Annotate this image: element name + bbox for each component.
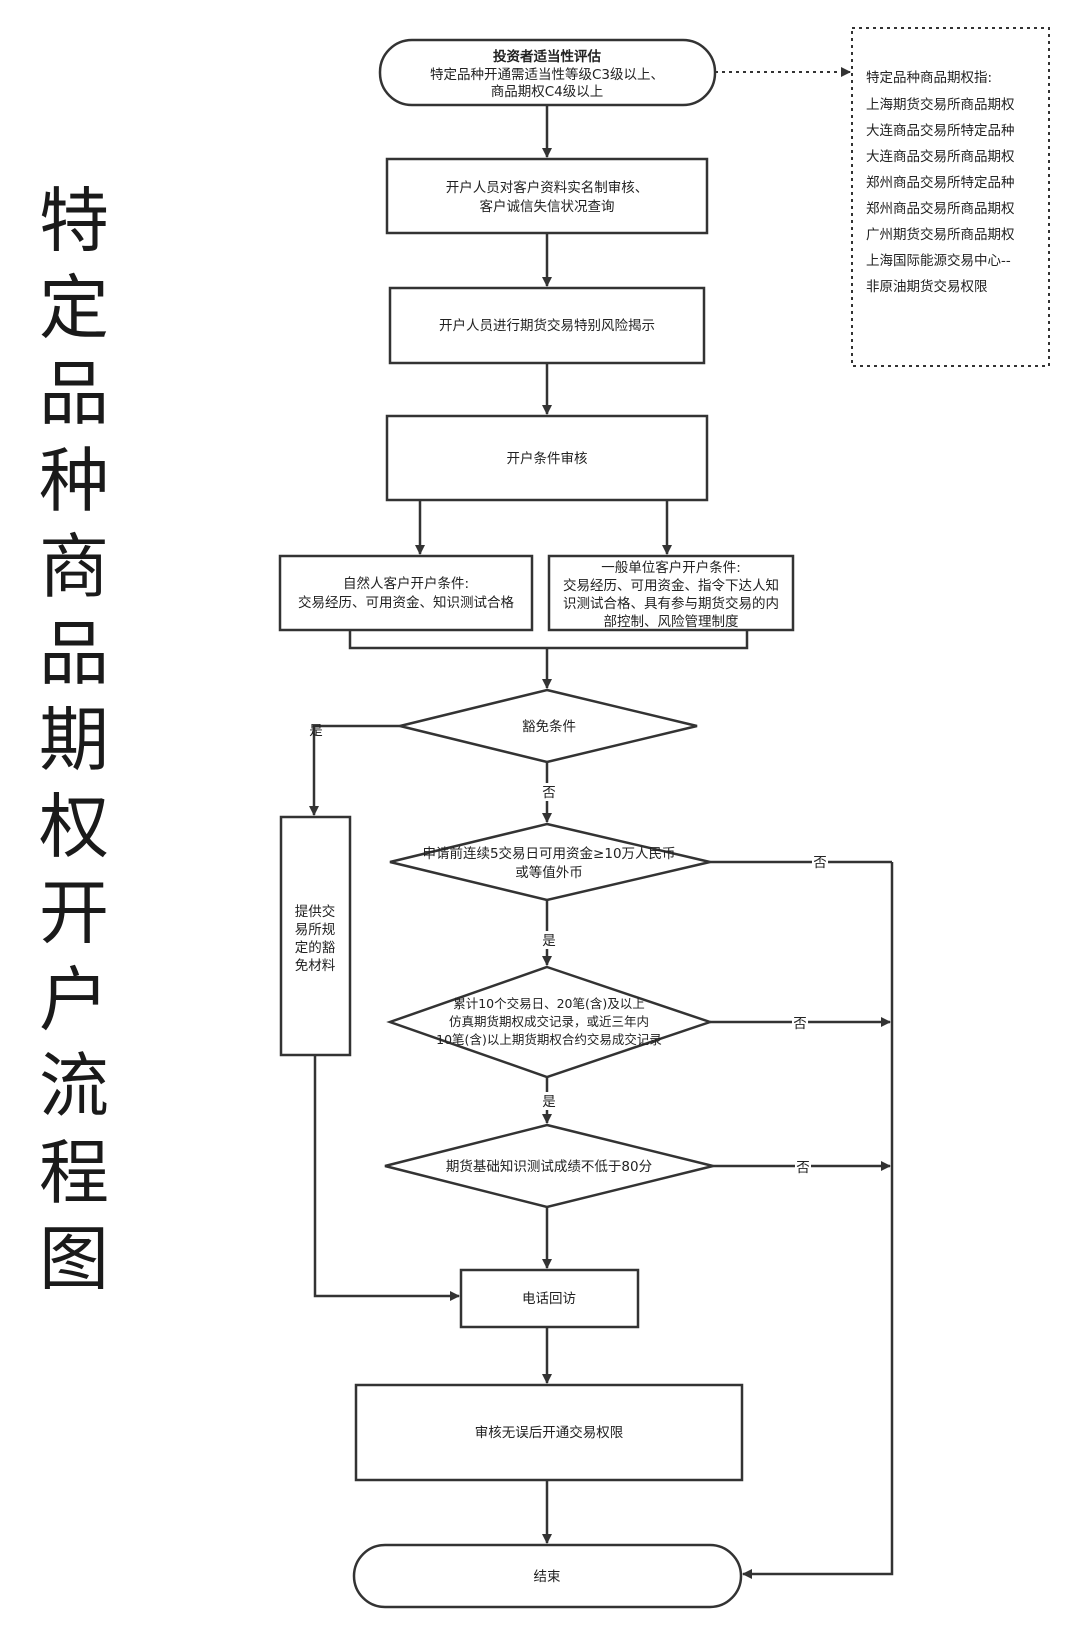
svg-text:自然人客户开户条件:: 自然人客户开户条件: [343, 575, 469, 592]
title-char: 流 [39, 1045, 109, 1127]
svg-text:仿真期货期权成交记录，或近三年内: 仿真期货期权成交记录，或近三年内 [449, 1014, 649, 1029]
title-char: 品 [39, 612, 109, 695]
natural-person-conditions: 自然人客户开户条件: 交易经历、可用资金、知识测试合格 [278, 554, 534, 632]
label-no: 否 [793, 1016, 807, 1032]
svg-text:郑州商品交易所特定品种: 郑州商品交易所特定品种 [866, 174, 1015, 191]
svg-text:电话回访: 电话回访 [522, 1291, 576, 1307]
svg-text:特定品种开通需适当性等级C3级以上、: 特定品种开通需适当性等级C3级以上、 [430, 66, 664, 83]
svg-text:提供交: 提供交 [295, 903, 336, 920]
svg-text:累计10个交易日、20笔(含)及以上: 累计10个交易日、20笔(含)及以上 [453, 996, 645, 1011]
svg-text:上海期货交易所商品期权: 上海期货交易所商品期权 [866, 96, 1015, 113]
label-no: 否 [796, 1160, 810, 1176]
title-char: 权 [39, 785, 109, 868]
end-node: 结束 [352, 1543, 743, 1609]
svg-text:易所规: 易所规 [295, 922, 336, 938]
svg-text:非原油期货交易权限: 非原油期货交易权限 [866, 278, 988, 295]
svg-text:10笔(含)以上期货期权合约交易成交记录: 10笔(含)以上期货期权合约交易成交记录 [436, 1032, 662, 1047]
exemption-material-box: 提供交 易所规 定的豁 免材料 [279, 815, 352, 1057]
step-condition-review: 开户条件审核 [385, 414, 709, 502]
title-char: 种 [39, 439, 109, 522]
svg-text:上海国际能源交易中心--: 上海国际能源交易中心-- [866, 252, 1011, 269]
label-yes: 是 [542, 933, 556, 949]
svg-text:投资者适当性评估: 投资者适当性评估 [493, 48, 601, 65]
svg-text:一般单位客户开户条件:: 一般单位客户开户条件: [601, 559, 741, 576]
title-char: 开 [39, 872, 109, 954]
title-char: 程 [39, 1131, 109, 1214]
svg-text:开户条件审核: 开户条件审核 [507, 450, 588, 467]
svg-text:客户诚信失信状况查询: 客户诚信失信状况查询 [480, 198, 615, 215]
svg-text:期货基础知识测试成绩不低于80分: 期货基础知识测试成绩不低于80分 [446, 1158, 652, 1175]
open-permission-step: 审核无误后开通交易权限 [354, 1383, 744, 1482]
note-box: 特定品种商品期权指: 上海期货交易所商品期权 大连商品交易所特定品种 大连商品交… [851, 27, 1050, 367]
phone-interview-step: 电话回访 [459, 1268, 640, 1329]
svg-text:定的豁: 定的豁 [295, 939, 336, 956]
title-char: 特 [39, 180, 109, 262]
svg-text:广州期货交易所商品期权: 广州期货交易所商品期权 [866, 226, 1015, 243]
label-no: 否 [813, 855, 827, 871]
svg-text:审核无误后开通交易权限: 审核无误后开通交易权限 [475, 1424, 624, 1441]
svg-text:结束: 结束 [534, 1569, 562, 1585]
title-char: 期 [39, 699, 109, 781]
svg-text:郑州商品交易所商品期权: 郑州商品交易所商品期权 [866, 200, 1015, 217]
knowledge-test-decision: 期货基础知识测试成绩不低于80分 [384, 1123, 714, 1209]
step-risk-disclosure: 开户人员进行期货交易特别风险揭示 [388, 286, 706, 365]
label-yes: 是 [309, 723, 323, 739]
general-unit-conditions: 一般单位客户开户条件: 交易经历、可用资金、指令下达人知 识测试合格、具有参与期… [547, 554, 795, 632]
exemption-decision: 豁免条件 [399, 688, 698, 764]
start-node: 投资者适当性评估 特定品种开通需适当性等级C3级以上、 商品期权C4级以上 [378, 38, 717, 107]
label-yes: 是 [542, 1094, 556, 1110]
title-char: 商 [39, 526, 109, 608]
title-char: 图 [39, 1218, 109, 1300]
svg-text:大连商品交易所特定品种: 大连商品交易所特定品种 [866, 122, 1015, 139]
page-title: 特定品种商品期权开户流程图 [38, 178, 110, 1303]
title-char: 户 [39, 958, 109, 1041]
svg-text:开户人员进行期货交易特别风险揭示: 开户人员进行期货交易特别风险揭示 [439, 317, 655, 334]
title-char: 定 [39, 266, 109, 349]
svg-text:免材料: 免材料 [295, 958, 336, 974]
step-identity-check: 开户人员对客户资料实名制审核、 客户诚信失信状况查询 [385, 157, 709, 235]
title-char: 品 [39, 353, 109, 435]
trading-record-decision: 累计10个交易日、20笔(含)及以上 仿真期货期权成交记录，或近三年内 10笔(… [386, 965, 714, 1079]
label-no: 否 [542, 785, 556, 801]
svg-text:或等值外币: 或等值外币 [515, 864, 583, 881]
svg-text:特定品种商品期权指:: 特定品种商品期权指: [866, 69, 992, 86]
svg-text:申请前连续5交易日可用资金≥10万人民币: 申请前连续5交易日可用资金≥10万人民币 [422, 845, 675, 862]
svg-text:商品期权C4级以上: 商品期权C4级以上 [491, 83, 604, 100]
svg-text:开户人员对客户资料实名制审核、: 开户人员对客户资料实名制审核、 [446, 179, 649, 196]
funds-condition-decision: 申请前连续5交易日可用资金≥10万人民币 或等值外币 [389, 822, 711, 902]
svg-text:大连商品交易所商品期权: 大连商品交易所商品期权 [866, 148, 1015, 165]
svg-text:识测试合格、具有参与期货交易的内: 识测试合格、具有参与期货交易的内 [563, 595, 779, 612]
svg-text:交易经历、可用资金、指令下达人知: 交易经历、可用资金、指令下达人知 [563, 577, 779, 594]
svg-text:豁免条件: 豁免条件 [522, 718, 576, 735]
svg-text:交易经历、可用资金、知识测试合格: 交易经历、可用资金、知识测试合格 [298, 594, 514, 611]
svg-text:部控制、风险管理制度: 部控制、风险管理制度 [604, 614, 739, 630]
